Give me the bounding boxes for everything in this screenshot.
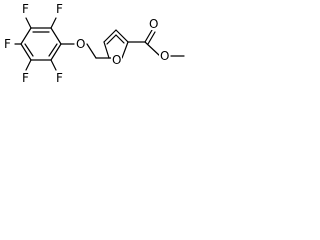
- oxygen-ether-label: O: [76, 37, 85, 51]
- bond-c6-f: [50, 59, 57, 71]
- bond-furan-c3-c2: [115, 29, 129, 43]
- bond-ring-c4-c5: [20, 43, 32, 61]
- bond-furan-double-1: [106, 34, 117, 45]
- structure-canvas: F F F F F O O O O: [0, 0, 195, 100]
- bond-c3-f: [25, 17, 32, 29]
- bond-c2-f: [50, 17, 57, 29]
- molecule-structure: F F F F F O O O O: [3, 2, 185, 85]
- fluorine-bottom-right-label: F: [56, 71, 63, 85]
- bond-o-ether-ch2: [86, 43, 97, 59]
- bond-carbonyl-o-ester: [144, 41, 161, 57]
- oxygen-carbonyl-bg: [148, 18, 159, 30]
- bond-furan-c4-c3: [103, 29, 117, 43]
- bond-ring-double-3: [48, 43, 58, 57]
- oxygen-ester-label: O: [160, 49, 169, 63]
- fluorine-left-label: F: [4, 37, 11, 51]
- oxygen-furan-label: O: [112, 53, 121, 67]
- atom-labels: F F F F F O O O O: [3, 2, 170, 85]
- fluorine-top-left-label: F: [22, 2, 29, 16]
- fluorine-top-left-bg: [21, 3, 31, 15]
- bond-carbonyl-double-b: [147, 31, 156, 45]
- fluorine-bottom-right-bg: [54, 72, 64, 84]
- bond-ring-c1-c2: [50, 27, 62, 45]
- fluorine-top-right-label: F: [56, 2, 63, 16]
- bonds: [14, 17, 185, 71]
- oxygen-ether-bg: [75, 38, 86, 50]
- oxygen-furan-bg: [111, 54, 122, 66]
- bond-ring-double-2: [24, 43, 34, 57]
- bond-ring-c6-c1: [50, 43, 62, 61]
- bond-ring-c3-c4: [20, 27, 32, 45]
- bond-furan-c5-c4: [103, 41, 110, 59]
- bond-c5-f: [25, 59, 32, 71]
- oxygen-ester-bg: [159, 50, 170, 62]
- fluorine-top-right-bg: [54, 3, 64, 15]
- bond-furan-c2-o: [121, 41, 129, 59]
- fluorine-left-bg: [3, 38, 13, 50]
- fluorine-bottom-left-bg: [21, 72, 31, 84]
- bond-furan-double-2: [115, 34, 125, 44]
- oxygen-carbonyl-label: O: [149, 17, 158, 31]
- fluorine-bottom-left-label: F: [22, 71, 29, 85]
- bond-carbonyl-double-a: [144, 29, 153, 43]
